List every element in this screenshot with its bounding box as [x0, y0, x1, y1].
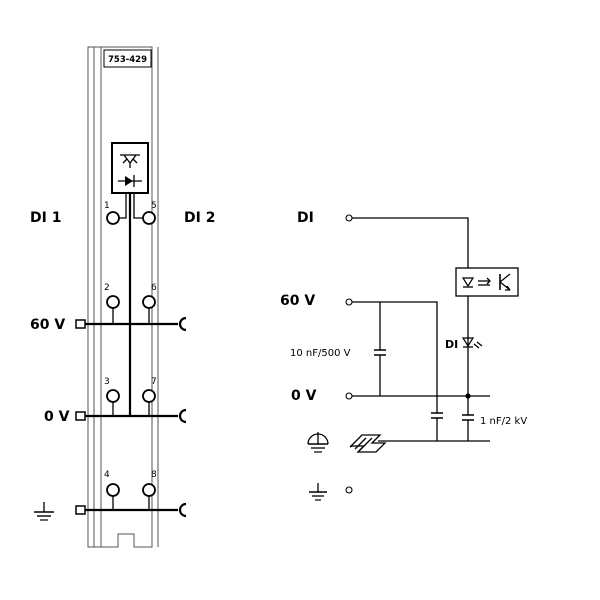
rail-ground [75, 502, 187, 518]
schem-ground-icon [309, 483, 327, 501]
terminal-circle-3 [106, 389, 120, 403]
terminal-3: 3 [104, 377, 110, 387]
module-housing [87, 46, 159, 548]
schem-60v-label: 60 V [280, 293, 315, 309]
module-60v-label: 60 V [30, 317, 65, 333]
protective-earth-icon [307, 432, 329, 453]
rail-0v [75, 408, 187, 424]
rail-60v [75, 316, 187, 332]
module-optocoupler-icon [111, 142, 149, 194]
cap-10nf-label: 10 nF/500 V [290, 348, 351, 359]
schem-optocoupler-icon [455, 267, 519, 297]
terminal-circle-2 [106, 295, 120, 309]
terminal-4: 4 [104, 470, 110, 480]
terminal-7: 7 [151, 377, 157, 387]
terminal-circle-4 [106, 483, 120, 497]
cap-1nf-label: 1 nF/2 kV [480, 416, 527, 427]
terminal-circle-5 [142, 211, 156, 225]
terminal-circle-7 [142, 389, 156, 403]
ground-icon [34, 502, 54, 521]
schem-terminal-ground [345, 486, 353, 494]
terminal-circle-6 [142, 295, 156, 309]
terminal-2: 2 [104, 283, 110, 293]
terminal-circle-1 [106, 211, 120, 225]
schem-di-label: DI [297, 210, 314, 226]
terminal-circle-8 [142, 483, 156, 497]
terminal-8: 8 [151, 470, 157, 480]
schem-led-label: DI [445, 338, 458, 351]
din-rail-icon [349, 434, 387, 453]
terminal-5: 5 [151, 201, 157, 211]
led-icon [461, 337, 483, 349]
terminal-1: 1 [104, 201, 110, 211]
module-0v-label: 0 V [44, 409, 70, 425]
part-number: 753-429 [108, 55, 147, 65]
schem-0v-label: 0 V [291, 388, 317, 404]
terminal-6: 6 [151, 283, 157, 293]
schem-terminal-60v [345, 298, 353, 306]
schem-terminal-di [345, 214, 353, 222]
channel-di1-label: DI 1 [30, 210, 61, 226]
channel-di2-label: DI 2 [184, 210, 215, 226]
schem-terminal-0v [345, 392, 353, 400]
part-number-box [103, 49, 152, 68]
